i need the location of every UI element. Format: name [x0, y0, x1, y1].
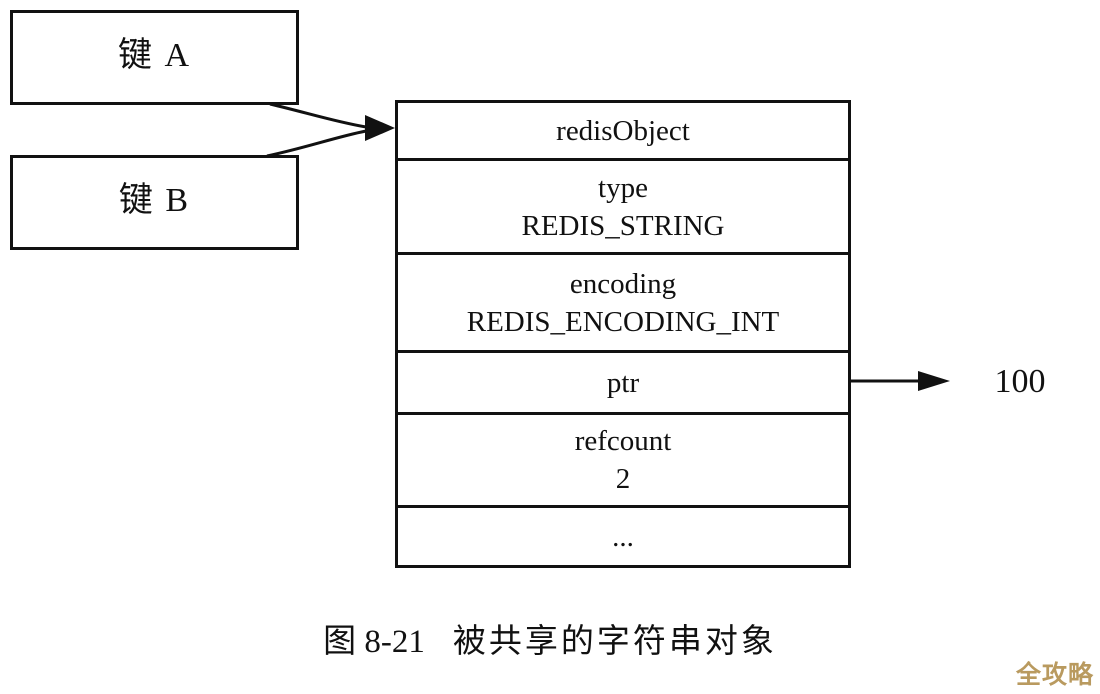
row-type-value: REDIS_STRING [521, 209, 725, 242]
row-ellipsis-text: ... [612, 520, 634, 553]
row-refcount-field: refcount [574, 425, 672, 457]
redis-object-table: redisObject type REDIS_STRING encoding R… [395, 100, 851, 568]
ptr-arrowhead-icon [918, 371, 950, 391]
key-b-label: 键 B [118, 182, 191, 219]
key-a-label: 键 A [117, 37, 192, 74]
row-refcount: refcount 2 [398, 415, 848, 508]
row-ptr: ptr [398, 353, 848, 415]
row-encoding: encoding REDIS_ENCODING_INT [398, 255, 848, 353]
row-encoding-field: encoding [569, 267, 677, 300]
figure-title: 被共享的字符串对象 [452, 624, 777, 660]
row-refcount-value: 2 [615, 463, 631, 495]
row-type-field: type [598, 171, 648, 204]
keys-arrowhead-icon [365, 115, 395, 141]
key-b-to-object-arrow-line [266, 129, 367, 158]
row-ptr-field: ptr [606, 366, 640, 399]
key-a-box: 键 A [10, 10, 299, 105]
row-redisobject: redisObject [398, 103, 848, 161]
figure-caption: 图 8-21 被共享的字符串对象 [0, 614, 1100, 662]
shared-value-label: 100 [994, 363, 1046, 400]
row-ellipsis: ... [398, 508, 848, 565]
row-type: type REDIS_STRING [398, 161, 848, 255]
row-encoding-value: REDIS_ENCODING_INT [466, 305, 780, 338]
key-a-to-object-arrow-line [269, 102, 367, 129]
figure-number-label: 图 8-21 [323, 624, 425, 660]
row-redisobject-title: redisObject [556, 114, 690, 147]
key-b-box: 键 B [10, 155, 299, 250]
watermark-text: 全攻略 [1015, 661, 1094, 689]
